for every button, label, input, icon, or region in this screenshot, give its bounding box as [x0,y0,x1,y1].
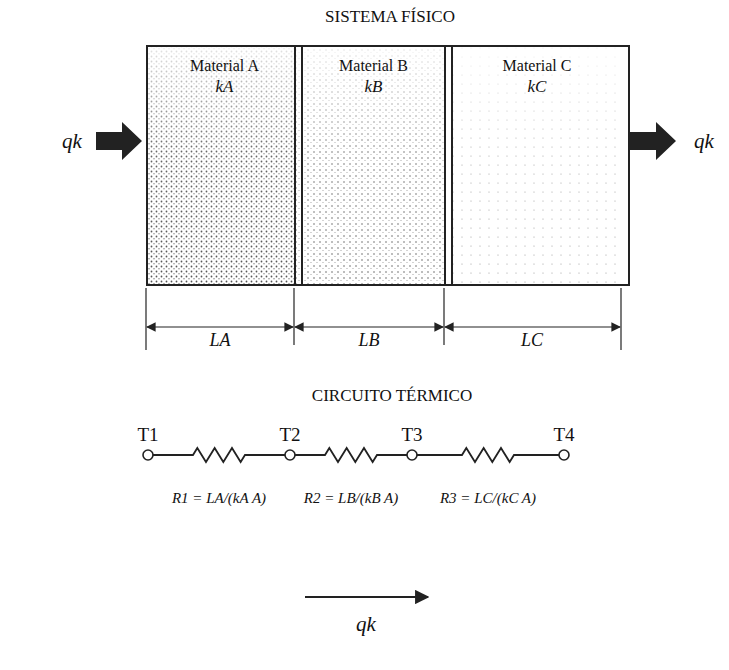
stipple [147,46,620,284]
temperature-label: T2 [274,424,305,446]
heat-flow-label: qk [62,129,82,154]
dimension-label: LC [517,330,547,351]
dimension-label: LB [354,330,383,351]
conductivity-label: kB [296,77,451,97]
temperature-label: T3 [396,424,427,446]
heat-flow-label: qk [694,129,714,154]
material-layer: Material B kB [294,45,453,286]
dimension-label: LA [205,330,234,351]
material-name: Material B [296,57,451,75]
heat-flow-label: qk [356,612,376,637]
temperature-node: T3 [396,424,427,462]
material-name: Material A [148,57,301,75]
resistor-connector [295,448,407,462]
temperature-label: T1 [132,424,163,446]
section-heading: CIRCUITO TÉRMICO [312,386,472,406]
conductivity-label: kA [148,77,301,97]
material-layer: Material A kA [146,45,303,286]
node-terminal [141,448,155,462]
flow-arrow [305,597,428,598]
dimension-lines [146,288,621,350]
temperature-node: T1 [132,424,163,462]
resistor-connector [417,448,559,462]
heat-arrow [96,122,676,160]
conductivity-label: kC [446,77,628,97]
temperature-node: T4 [548,424,579,462]
material-name: Material C [446,57,628,75]
node-terminal [405,448,419,462]
node-terminal [283,448,297,462]
resistor-connector [153,448,285,462]
material-layer: Material C kC [444,45,630,286]
resistance-formula: R2 = LB/(kB A) [301,489,401,508]
temperature-label: T4 [548,424,579,446]
heading: SISTEMA FÍSICO [325,7,455,27]
resistance-formula: R3 = LC/(kC A) [437,489,539,508]
resistance-formula: R1 = LA/(kA A) [169,489,269,508]
temperature-node: T2 [274,424,305,462]
node-terminal [557,448,571,462]
